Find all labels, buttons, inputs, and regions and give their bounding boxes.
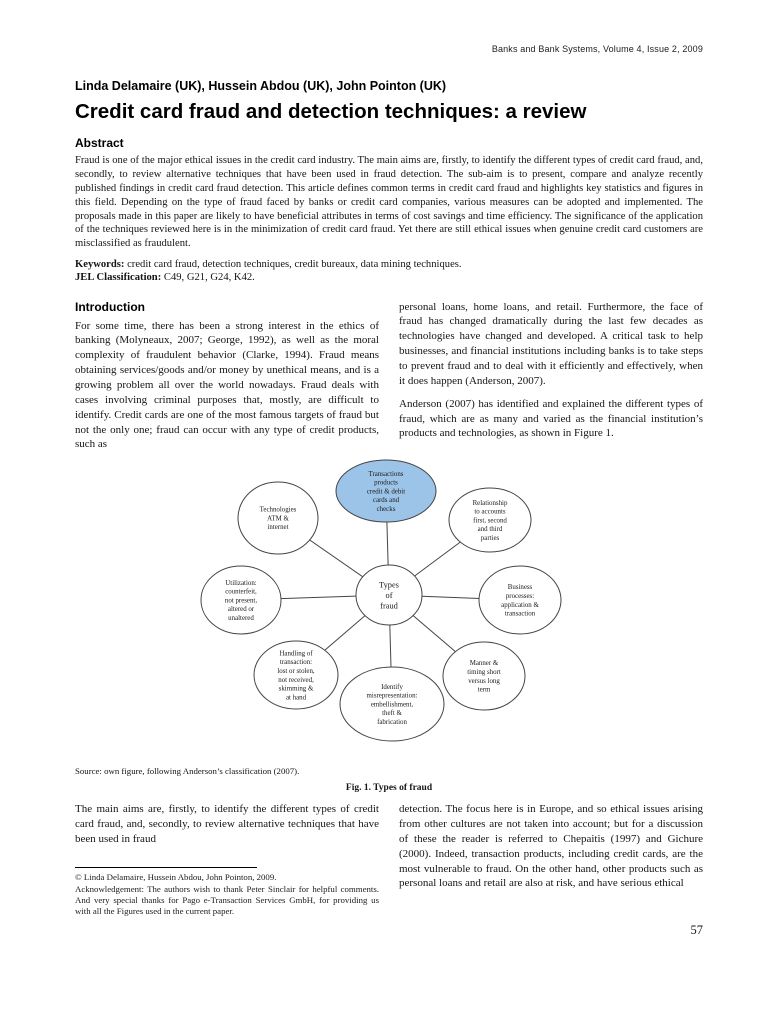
figure-source-note: Source: own figure, following Anderson’s…: [75, 766, 300, 777]
page-number: 57: [690, 922, 704, 937]
intro-left-paragraph: For some time, there has been a strong i…: [75, 319, 379, 451]
keywords-label: Keywords:: [75, 259, 125, 271]
abstract-text: Fraud is one of the major ethical issues…: [75, 155, 703, 250]
svg-text:Utilization:counterfeit,not pr: Utilization:counterfeit,not present,alte…: [225, 580, 257, 622]
paper-title: Credit card fraud and detection techniqu…: [75, 100, 587, 123]
footnote-divider: [75, 866, 257, 868]
jel-line: JEL Classification: C49, G21, G24, K42.: [75, 271, 703, 284]
introduction-heading: Introduction: [75, 299, 145, 314]
intro-right-column: personal loans, home loans, and retail. …: [399, 300, 703, 453]
meta-block: Keywords: credit card fraud, detection t…: [75, 258, 703, 284]
lower-left-paragraph: The main aims are, firstly, to identify …: [75, 803, 379, 845]
intro-right-paragraph-2: Anderson (2007) has identified and expla…: [399, 397, 703, 440]
keywords-value: credit card fraud, detection techniques,…: [124, 259, 462, 271]
intro-right-paragraph-1: personal loans, home loans, and retail. …: [399, 300, 703, 387]
abstract-heading: Abstract: [75, 136, 124, 150]
journal-header: Banks and Bank Systems, Volume 4, Issue …: [491, 44, 703, 54]
figure-caption: Fig. 1. Types of fraud: [345, 783, 433, 794]
keywords-line: Keywords: credit card fraud, detection t…: [75, 258, 703, 271]
introduction-columns: Introduction For some time, there has be…: [75, 285, 703, 453]
lower-left-column: The main aims are, firstly, to identify …: [75, 802, 379, 918]
lower-columns: The main aims are, firstly, to identify …: [75, 802, 703, 918]
diagram-node-utilization: Utilization:counterfeit,not present,alte…: [200, 565, 282, 635]
jel-label: JEL Classification:: [75, 272, 162, 284]
authors-line: Linda Delamaire (UK), Hussein Abdou (UK)…: [75, 79, 447, 93]
lower-right-paragraph: detection. The focus here is in Europe, …: [399, 803, 703, 890]
footnote-copyright: © Linda Delamaire, Hussein Abdou, John P…: [75, 871, 277, 882]
lower-right-column: detection. The focus here is in Europe, …: [399, 802, 703, 918]
footnote-block: © Linda Delamaire, Hussein Abdou, John P…: [75, 872, 379, 918]
intro-left-column: Introduction For some time, there has be…: [75, 285, 379, 453]
footnote-acknowledgement: Acknowledgement: The authors wish to tha…: [75, 883, 379, 917]
jel-value: C49, G21, G24, K42.: [161, 272, 255, 284]
